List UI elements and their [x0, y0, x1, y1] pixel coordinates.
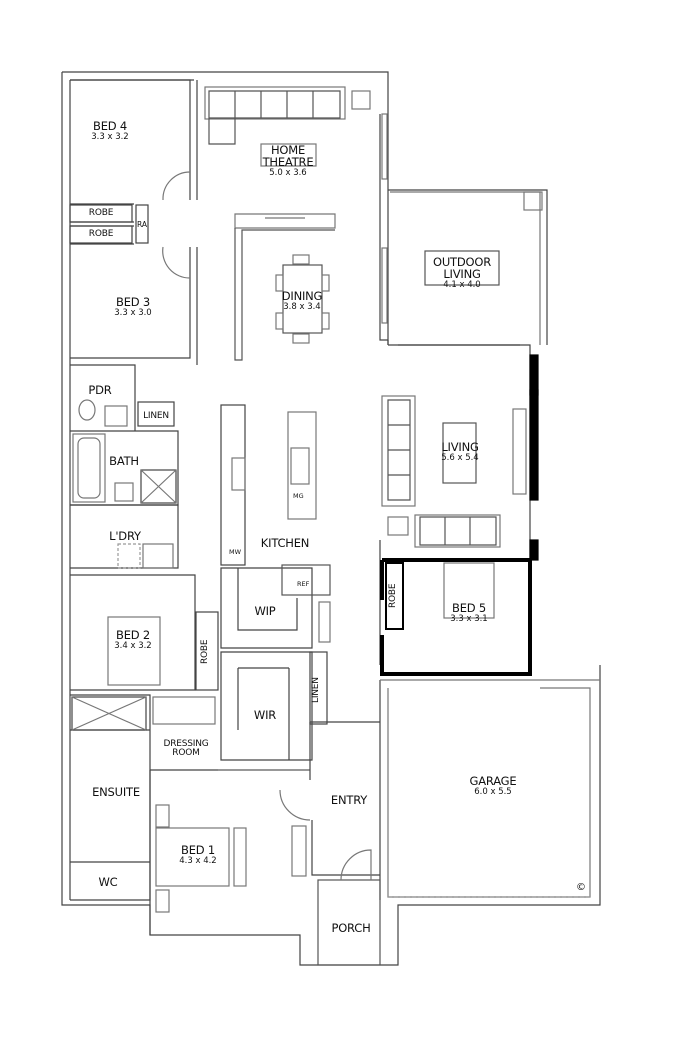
room-name: BATH [109, 454, 139, 468]
room-dims: 3.3 x 3.1 [450, 614, 488, 625]
room-name: WIR [253, 708, 277, 722]
room-linen-2: LINEN [311, 672, 324, 708]
room-dining: DINING 3.8 x 3.4 [270, 290, 334, 312]
room-garage: GARAGE 6.0 x 5.5 [458, 775, 528, 797]
room-home-theatre: HOME THEATRE 5.0 x 3.6 [250, 144, 326, 178]
room-name: WIP [254, 604, 276, 618]
room-robe-b: ROBE [72, 229, 130, 239]
room-name: BED 4 [93, 119, 127, 133]
room-name: GARAGE [469, 774, 517, 788]
room-wip: WIP [250, 605, 280, 617]
room-wc: WC [95, 876, 121, 888]
room-name-line1: OUTDOOR [432, 255, 492, 269]
room-entry: ENTRY [325, 794, 373, 806]
room-ra: RA [137, 220, 148, 229]
room-name: ROBE [200, 639, 210, 665]
room-name-line2: LIVING [443, 267, 481, 282]
room-outdoor-living: OUTDOOR LIVING 4.1 x 4.0 [420, 256, 504, 290]
room-name: ROBE [88, 208, 114, 218]
room-name-line2: THEATRE [262, 155, 314, 170]
room-name: LINEN [311, 677, 321, 703]
room-dims: 3.8 x 3.4 [283, 302, 321, 313]
room-bed4: BED 4 3.3 x 3.2 [80, 120, 140, 142]
room-name: DINING [281, 289, 323, 303]
room-bath: BATH [104, 455, 144, 467]
room-dims: 6.0 x 5.5 [474, 787, 512, 798]
room-laundry: L'DRY [100, 530, 150, 542]
room-name: BED 3 [116, 295, 150, 309]
room-name: BED 5 [452, 601, 486, 615]
room-dressing: DRESSING ROOM [153, 739, 219, 759]
room-name: WC [98, 875, 118, 889]
room-name: BED 2 [116, 628, 150, 642]
room-bed1: BED 1 4.3 x 4.2 [168, 844, 228, 866]
room-ensuite: ENSUITE [88, 786, 144, 798]
room-robe-bed2: ROBE [200, 635, 213, 669]
room-dims: 4.3 x 4.2 [179, 856, 217, 867]
room-name: ENTRY [330, 793, 368, 807]
room-name: ENSUITE [92, 785, 140, 799]
room-living: LIVING 5.6 x 5.4 [430, 441, 490, 463]
room-name: KITCHEN [260, 536, 310, 550]
room-name: ROBE [88, 229, 114, 239]
room-name: PORCH [331, 921, 371, 935]
room-name: PDR [88, 383, 112, 397]
appliance-ref: REF [297, 580, 310, 588]
room-name: BED 1 [181, 843, 215, 857]
room-name-line1: HOME [270, 143, 306, 157]
room-dims: 5.6 x 5.4 [441, 453, 479, 464]
room-linen-1: LINEN [139, 411, 173, 421]
copyright-symbol: © [576, 882, 586, 893]
room-name: LIVING [441, 440, 479, 454]
room-bed2: BED 2 3.4 x 3.2 [103, 629, 163, 651]
room-dims: 3.3 x 3.0 [114, 308, 152, 319]
room-robe-bed5: ROBE [388, 578, 401, 614]
room-name: LINEN [143, 411, 169, 421]
appliance-mw: MW [229, 548, 242, 556]
room-wir: WIR [248, 709, 282, 721]
room-dims: 4.1 x 4.0 [443, 280, 481, 291]
room-robe-a: ROBE [72, 208, 130, 218]
room-kitchen: KITCHEN [252, 537, 318, 549]
room-bed5: BED 5 3.3 x 3.1 [440, 602, 498, 624]
room-name-line2: ROOM [172, 748, 200, 759]
appliance-mg: MG [293, 492, 304, 500]
room-name: L'DRY [109, 529, 141, 543]
room-name: ROBE [388, 583, 398, 609]
room-name-line1: DRESSING [163, 739, 209, 749]
room-pdr: PDR [80, 384, 120, 396]
room-dims: 3.4 x 3.2 [114, 641, 152, 652]
room-dims: 3.3 x 3.2 [91, 132, 129, 143]
room-porch: PORCH [328, 922, 374, 934]
room-dims: 5.0 x 3.6 [269, 168, 307, 179]
room-bed3: BED 3 3.3 x 3.0 [103, 296, 163, 318]
